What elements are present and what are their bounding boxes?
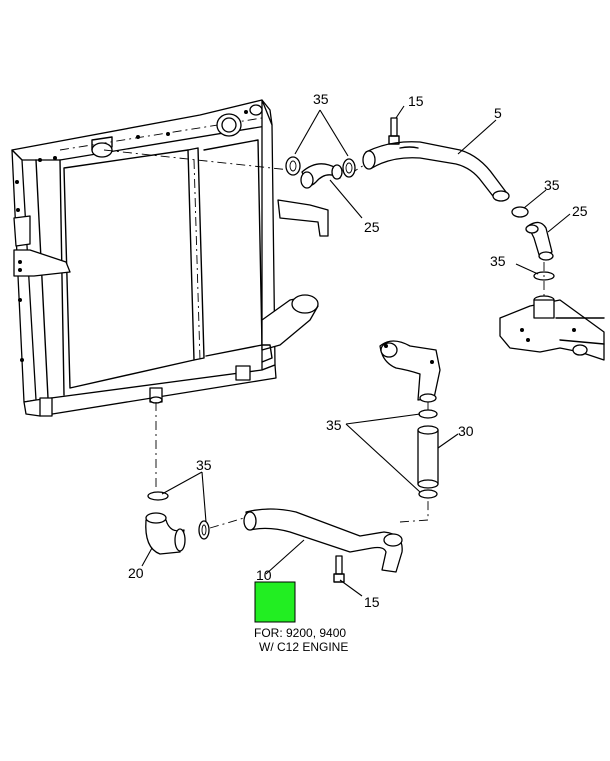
hose-30 — [417, 429, 439, 485]
callout-35-top: 35 — [313, 91, 329, 107]
applicability-note-line1: FOR: 9200, 9400 — [254, 626, 346, 640]
green-marker-square[interactable] — [254, 581, 296, 623]
clamp-35-hose30-lower — [418, 489, 438, 499]
clamp-35-upper-left — [285, 156, 301, 176]
clamp-35-right — [511, 206, 529, 218]
callout-numbers: 35 15 5 25 35 25 35 35 30 35 20 10 15 — [128, 91, 588, 610]
callout-35-right: 35 — [544, 177, 560, 193]
callout-25-top: 25 — [364, 219, 380, 235]
callout-20: 20 — [128, 565, 144, 581]
applicability-note-line2: W/ C12 ENGINE — [259, 640, 348, 654]
lower-hose-group — [145, 340, 441, 583]
leader-lines — [141, 105, 571, 597]
callout-10: 10 — [256, 567, 272, 583]
upper-tube-5 — [365, 141, 507, 201]
callout-30: 30 — [458, 423, 474, 439]
clamp-35-lower-left — [147, 491, 169, 501]
water-pump-inlet — [379, 340, 441, 401]
callout-25-right: 25 — [572, 203, 588, 219]
radiator-assembly — [11, 99, 329, 417]
callout-15-bottom: 15 — [364, 594, 380, 610]
clamp-35-lower-ring — [198, 520, 210, 540]
callout-35-mid-right: 35 — [490, 253, 506, 269]
callout-35-lower-left: 35 — [196, 457, 212, 473]
lower-tube-10 — [245, 508, 403, 573]
upper-hose-group — [103, 117, 605, 361]
callout-5: 5 — [494, 105, 502, 121]
callout-15-top: 15 — [408, 93, 424, 109]
clamp-35-upper-right — [342, 158, 356, 178]
clamp-35-hose30-upper — [418, 409, 438, 419]
callout-35-center: 35 — [326, 417, 342, 433]
